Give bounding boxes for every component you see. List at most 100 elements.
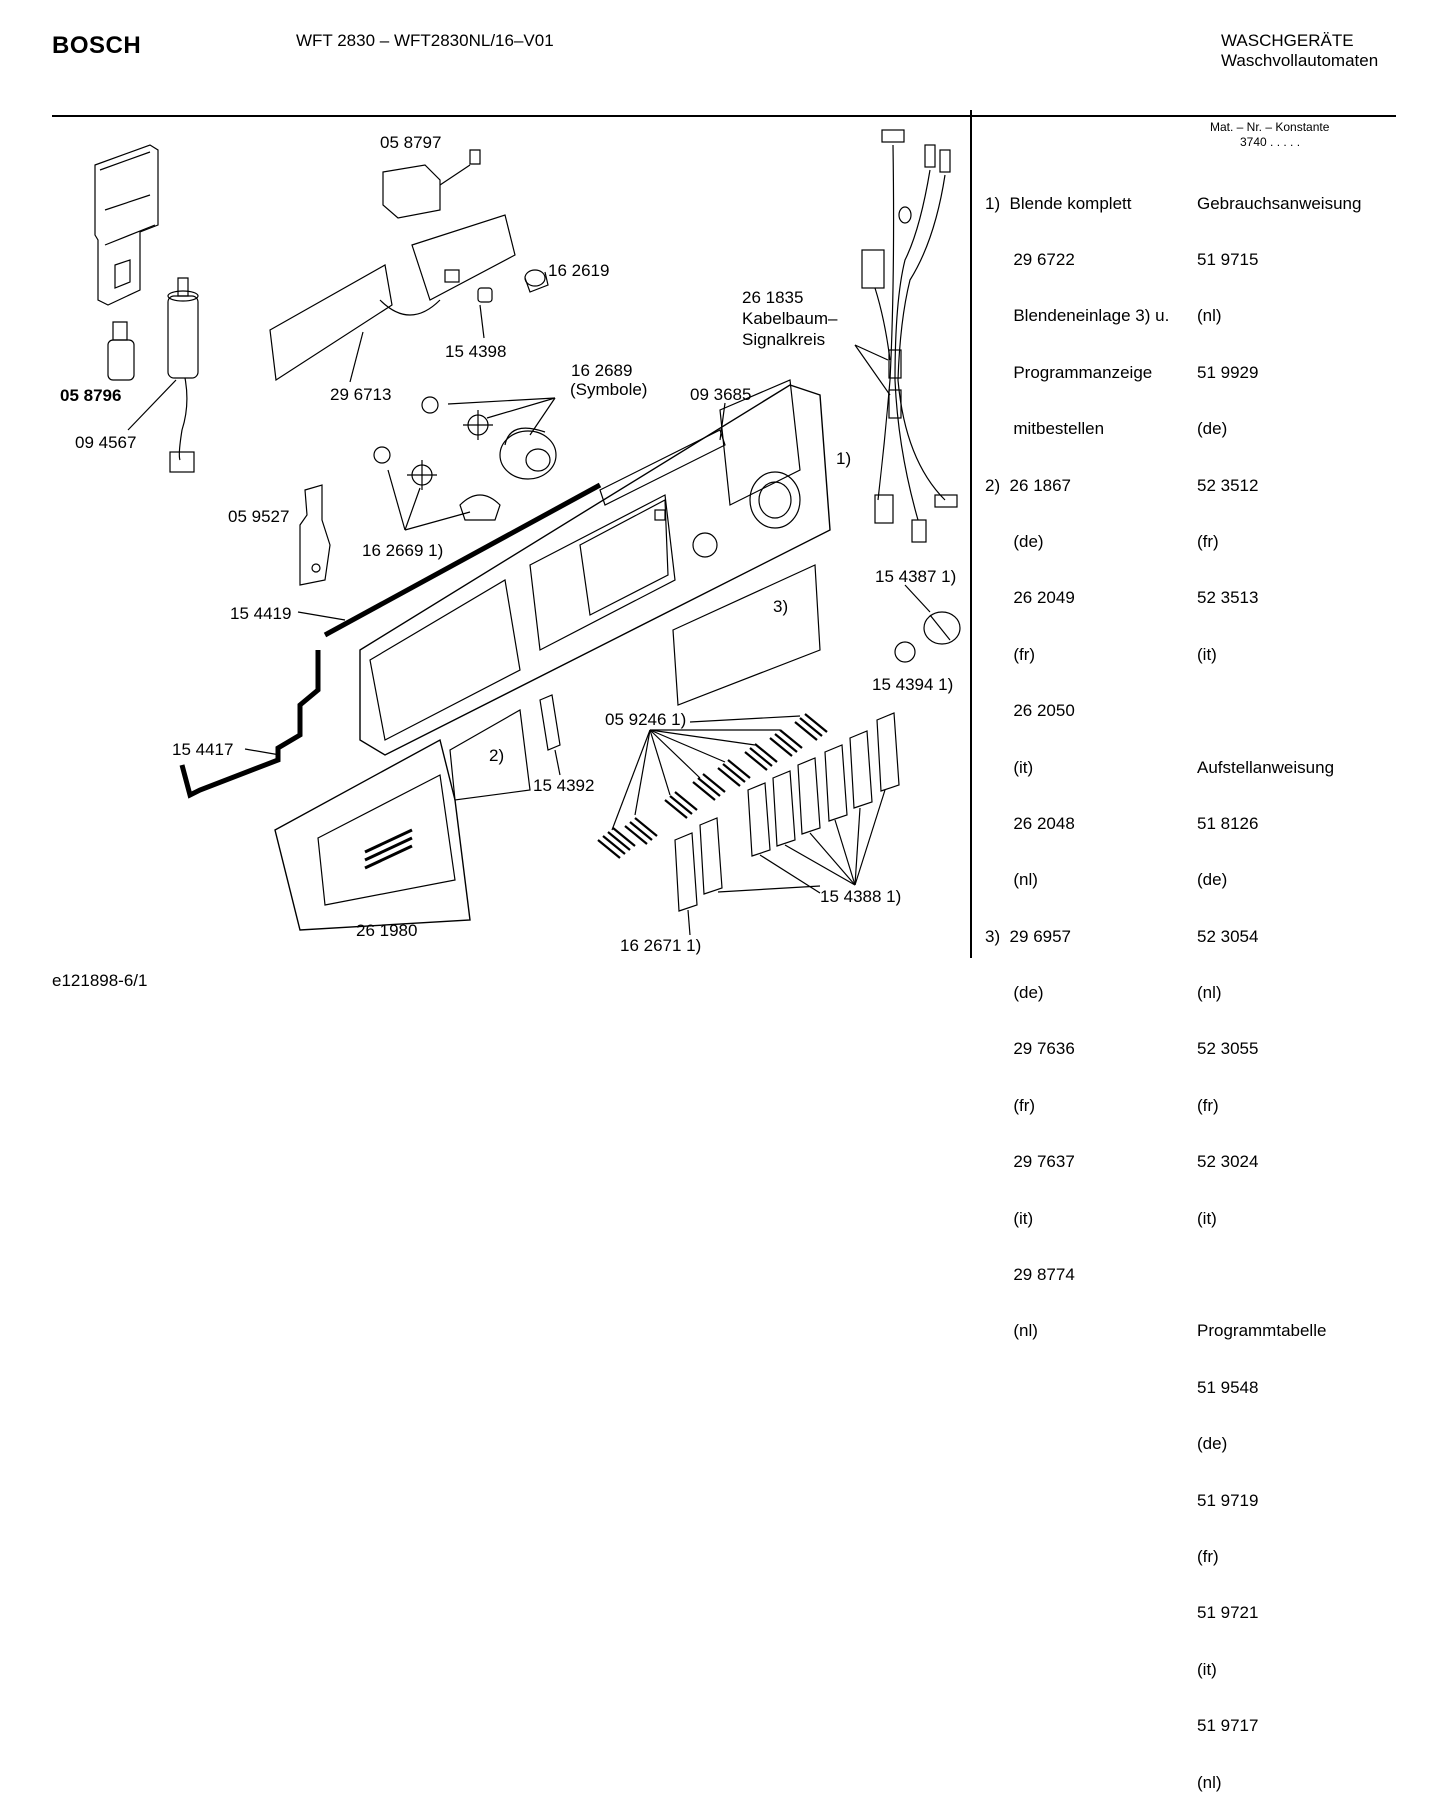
label-093685: 09 3685 [690,385,752,404]
note-line: (de) [985,531,1044,551]
push-buttons-154388 [747,712,900,857]
label-261835: 26 1835 [742,288,804,307]
label-059527: 05 9527 [228,507,290,526]
doc-line: Gebrauchsanweisung [1197,193,1362,213]
label-058796: 05 8796 [60,386,122,405]
leader-162689-a [447,397,556,405]
doc-line: (fr) [1197,1095,1219,1115]
label-094567: 09 4567 [75,433,137,452]
control-panel-fascia [359,379,831,756]
note-line: 26 2049 [985,588,1075,608]
docs-column: Gebrauchsanweisung 51 9715 (nl) 51 9929 … [1197,157,1361,1811]
mat-value: 3740 . . . . . [1240,135,1301,149]
doc-line: (it) [1197,1659,1217,1679]
leader-162669-a [387,469,406,531]
note-line: Programmanzeige [985,362,1153,382]
part-154392 [539,694,561,751]
model-title: WFT 2830 – WFT2830NL/16–V01 [296,31,554,50]
switch-part [382,149,481,219]
category-line-2: Waschvollautomaten [1221,51,1379,70]
note-line: 29 7636 [985,1039,1075,1059]
label-symbole: (Symbole) [570,380,648,399]
category-line-1: WASCHGERÄTE [1221,31,1354,50]
springs-059246 [597,713,828,859]
label-signalkreis: Signalkreis [742,330,826,349]
leader-162689-b [486,397,556,419]
doc-line: 51 9929 [1197,362,1259,382]
part-154398 [477,287,493,303]
knob-154387 [923,611,961,645]
note-line: (it) [985,757,1034,777]
label-154394: 15 4394 1) [872,675,954,694]
note-line: (fr) [985,1095,1036,1115]
note-line: (fr) [985,644,1036,664]
lever-part-059527 [299,484,331,586]
push-buttons-leaders [687,789,886,936]
doc-line: (it) [1197,644,1217,664]
doc-line: 51 9548 [1197,1377,1259,1397]
doc-line: 51 9715 [1197,249,1259,269]
doc-line [1197,1266,1361,1285]
note-line: 29 7637 [985,1152,1075,1172]
electronics-board-part [269,214,516,382]
part-162619 [524,269,549,293]
knob-part [499,427,557,480]
brand-logo: BOSCH [52,32,142,59]
doc-line: 52 3513 [1197,588,1259,608]
doc-line: (it) [1197,1208,1217,1228]
symbol-ring-1 [421,396,493,440]
leader-154392 [554,749,561,776]
label-154398: 15 4398 [445,342,507,361]
note-line: (nl) [985,870,1038,890]
doc-line: 52 3055 [1197,1039,1259,1059]
program-insert-3 [672,564,821,706]
label-162671: 16 2671 1) [620,936,702,955]
doc-line: Programmtabelle [1197,1321,1327,1341]
note-line: 1) Blende komplett [985,193,1132,213]
leader-154417 [244,748,281,756]
doc-line: 51 9721 [1197,1603,1259,1623]
doc-line: (de) [1197,419,1228,439]
leader-162689-c [529,397,556,436]
leader-162669-c [404,511,471,531]
note-line: 29 8774 [985,1265,1075,1285]
leader-296713 [349,331,364,383]
seal-strip-154419 [323,482,602,638]
hose-154417 [179,650,321,799]
doc-line: 52 3054 [1197,926,1259,946]
push-buttons-162671 [674,817,723,912]
label-059246: 05 9246 1) [605,710,687,729]
bracket-part [94,144,159,306]
label-296713: 29 6713 [330,385,392,404]
leader-094567 [127,379,177,431]
label-154417: 15 4417 [172,740,234,759]
label-kabelbaum: Kabelbaum– [742,309,838,328]
leader-093685 [719,402,726,441]
label-058797: 05 8797 [380,133,442,152]
symbol-ring-2 [373,446,501,521]
label-154419: 15 4419 [230,604,292,623]
drawer-front-261980 [274,738,471,931]
leader-154387 [904,584,931,613]
leader-162669-b [404,487,421,531]
note-line: 26 2050 [985,701,1075,721]
leader-261835-a [854,344,889,361]
note-line: mitbestellen [985,419,1105,439]
label-162689: 16 2689 [571,361,633,380]
doc-id: e121898-6/1 [52,971,148,990]
capacitor-part [167,277,199,473]
doc-line: 52 3024 [1197,1152,1259,1172]
label-154387: 15 4387 1) [875,567,957,586]
doc-line: (fr) [1197,1546,1219,1566]
note-line: (de) [985,983,1044,1003]
label-ref-3: 3) [773,597,789,616]
springs-leaders [611,715,801,831]
note-line: 3) 29 6957 [985,926,1072,946]
drawer-insert-2 [449,709,531,801]
label-ref-1: 1) [836,449,852,468]
mat-header: Mat. – Nr. – Konstante [1210,120,1330,134]
doc-line: (nl) [1197,306,1222,326]
label-154392: 15 4392 [533,776,595,795]
doc-line: 51 8126 [1197,813,1259,833]
doc-line: 51 9717 [1197,1716,1259,1736]
